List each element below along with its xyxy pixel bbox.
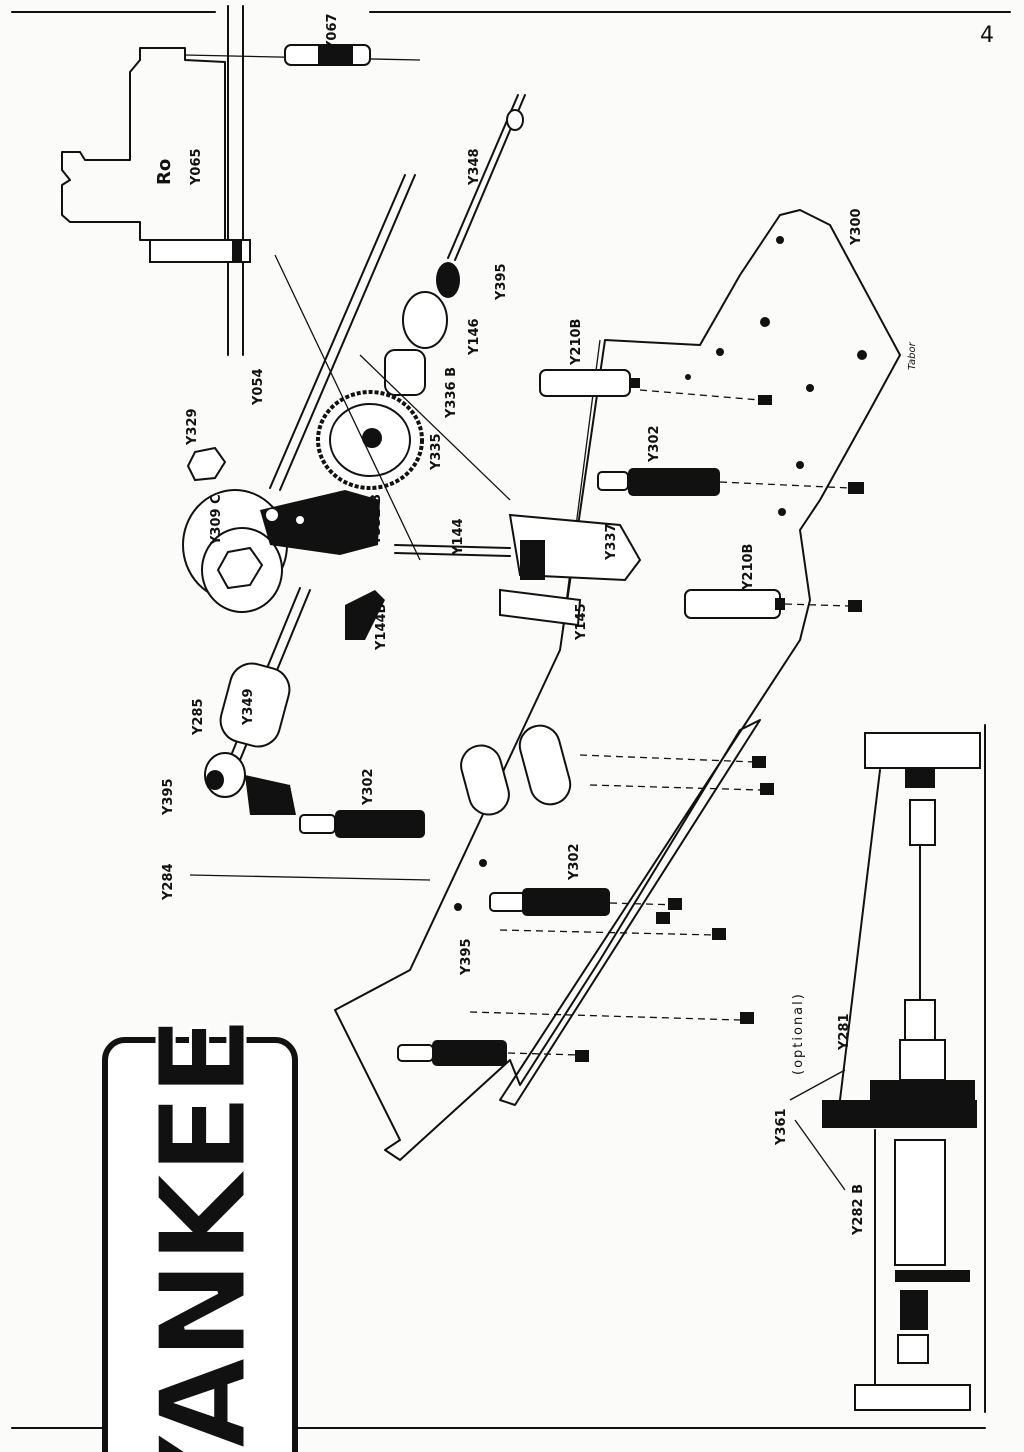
brake-arm [260, 490, 380, 555]
part-label-y285: Y285 [191, 698, 206, 736]
part-label-ro: Ro [154, 159, 175, 185]
part-label-y302-mid: Y302 [361, 768, 376, 806]
part-label-y282b: Y282 B [851, 1184, 866, 1236]
yankee-logo: YANKEE [102, 1018, 298, 1452]
part-label-y395-bottom: Y395 [459, 938, 474, 976]
post-y302-mid [299, 810, 425, 838]
linkage-arm [345, 590, 385, 640]
part-label-y145: Y145 [574, 603, 589, 641]
main-shaft [204, 587, 311, 815]
post-bottom [397, 1040, 507, 1066]
part-label-y335: Y335 [429, 433, 444, 471]
spur-gear [316, 390, 424, 490]
part-label-y054: Y054 [251, 368, 266, 406]
part-label-y395-top: Y395 [494, 263, 509, 301]
part-label-y302-right: Y302 [647, 425, 662, 463]
part-label-y361: Y361 [774, 1108, 789, 1146]
post-y210b-top [539, 369, 640, 397]
logo-text: YANKEE [135, 1019, 274, 1452]
part-label-y281: Y281 [837, 1013, 852, 1051]
nut [186, 446, 227, 482]
part-label-y336b: Y336 B [444, 367, 459, 419]
drive-shaft [384, 94, 526, 396]
part-label-y144b: Y144B [374, 604, 389, 651]
mount-plate [499, 588, 582, 627]
part-label-y065: Y065 [189, 148, 204, 186]
post-y302-right [597, 468, 720, 496]
part-label-y309c: Y309 C [209, 494, 224, 546]
bracket [508, 513, 642, 582]
part-label-y210b-bottom: Y210B [741, 544, 756, 591]
part-label-y349: Y349 [241, 688, 256, 726]
part-label-y144: Y144 [451, 518, 466, 556]
part-label-y284: Y284 [161, 863, 176, 901]
part-label-y146: Y146 [467, 318, 482, 356]
label-optional: (optional) [791, 992, 806, 1075]
post-y210b-bottom [684, 589, 785, 619]
part-label-y302-lower: Y302 [567, 843, 582, 881]
radio-servo-drawing [61, 5, 421, 356]
page-number: 4 [980, 23, 994, 48]
side-view-inset [822, 724, 986, 1413]
part-label-y332b: Y332 B [369, 494, 384, 546]
part-label-y329: Y329 [185, 408, 200, 446]
part-label-y210b-top: Y210B [569, 319, 584, 366]
assembly-guides [189, 254, 851, 1056]
plate-holes [454, 236, 867, 911]
slot-hole-2 [518, 724, 572, 806]
long-rod [279, 174, 416, 491]
part-label-y300: Y300 [849, 208, 864, 246]
slot-hole-1 [460, 744, 510, 816]
part-label-y348: Y348 [467, 148, 482, 186]
part-label-y395-left: Y395 [161, 778, 176, 816]
part-label-y067: Y067 [325, 13, 340, 51]
clutch-bell [182, 489, 288, 613]
screws [575, 395, 864, 1062]
part-label-y337: Y337 [604, 523, 619, 561]
post-y302-lower [489, 888, 610, 916]
label-tabor: Tabor [907, 341, 918, 370]
